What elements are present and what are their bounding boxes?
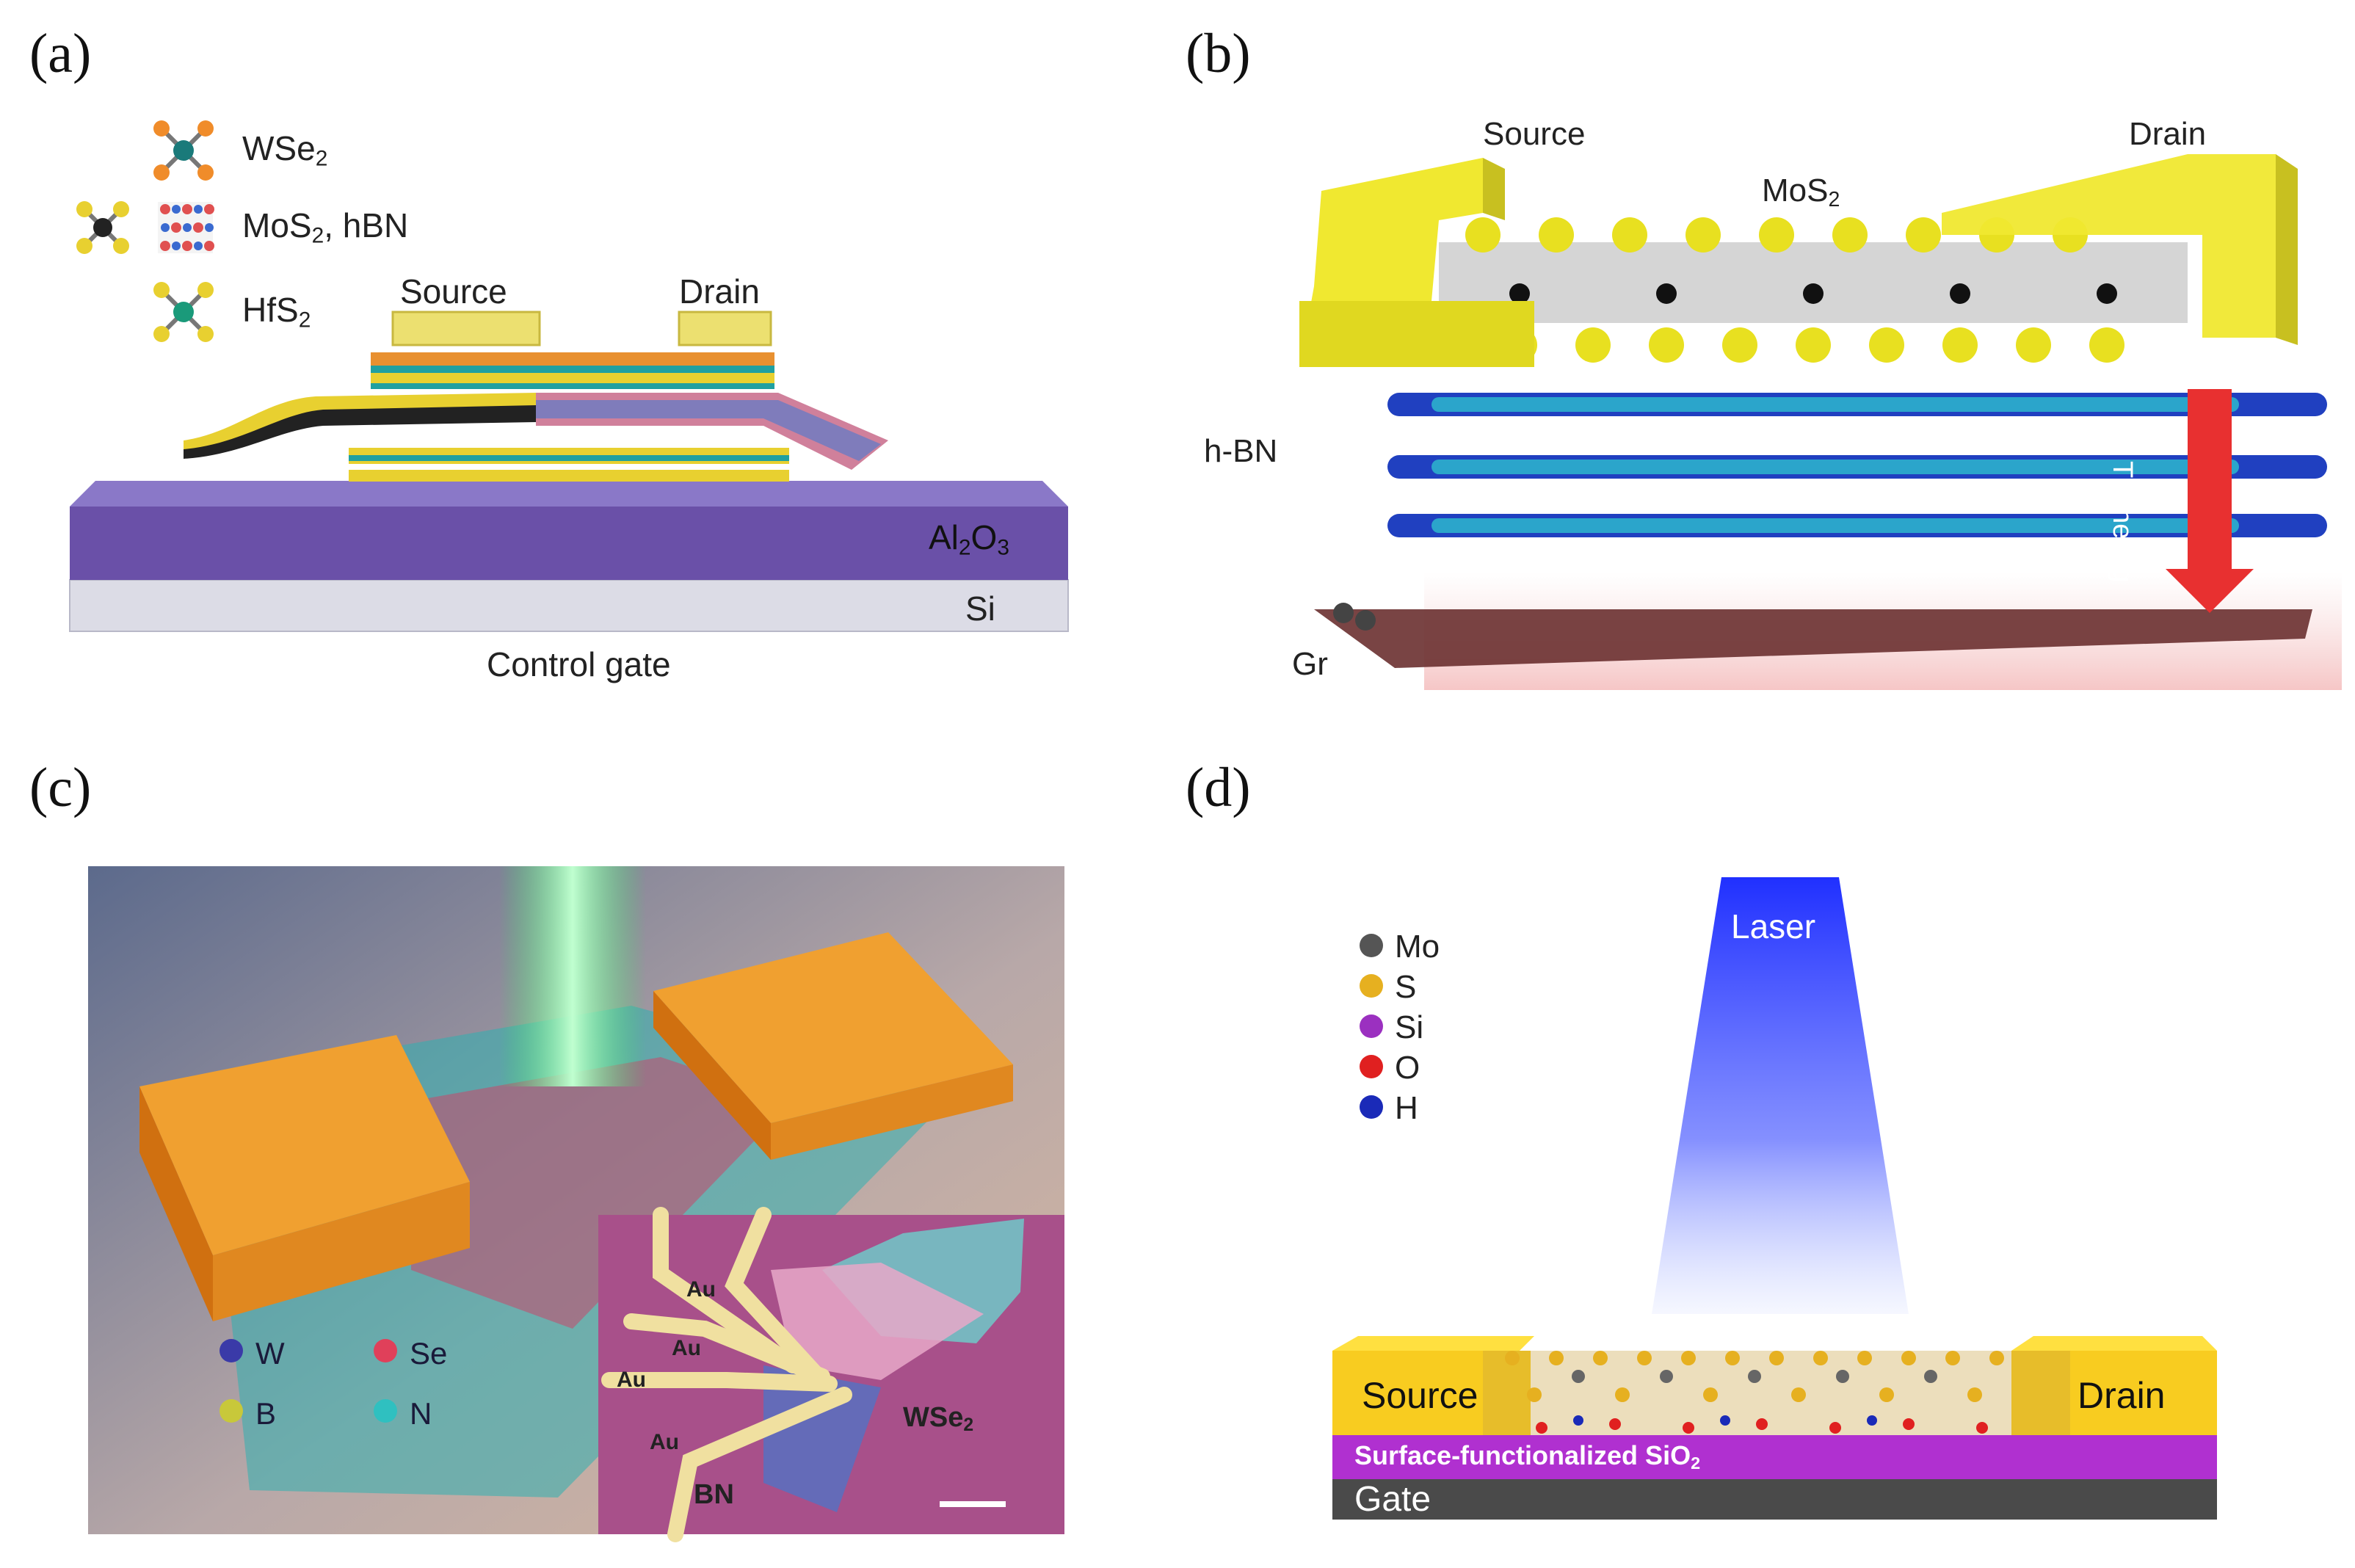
inset-wse2-label: WSe2 <box>903 1402 974 1436</box>
gate-layer <box>1332 1479 2217 1520</box>
hfs2-icon <box>153 282 214 342</box>
panel-b-label: (b) <box>1186 23 1251 84</box>
panel-a-graphic <box>69 120 1069 632</box>
inset-au-label-2: Au <box>672 1336 701 1360</box>
se-dot-icon <box>374 1339 397 1362</box>
panel-a-label: (a) <box>29 23 92 84</box>
panel-b-graphic <box>1299 154 2342 690</box>
drain-electrode <box>678 311 772 346</box>
sio2-layer <box>1332 1435 2217 1479</box>
graphene-sheet <box>1314 609 2312 668</box>
panel-d-graphic <box>1332 877 2217 1520</box>
mos2-channel <box>1483 1351 2070 1435</box>
al2o3-layer <box>70 507 1068 580</box>
b-dot-icon <box>219 1399 243 1423</box>
graphene-label: Gr <box>1292 646 1328 682</box>
source-label: Source <box>1483 116 1586 152</box>
laser-beam <box>499 866 646 1086</box>
legend-n-label: N <box>410 1396 432 1431</box>
panel-c-graphic <box>88 866 1064 1542</box>
inset-au-label-1: Au <box>686 1277 716 1302</box>
legend-mos2-hbn-label: MoS2, hBN <box>242 206 409 248</box>
wse2-channel-flake <box>184 393 536 459</box>
panel-b: (b) <box>1175 0 2355 734</box>
s-dot-icon <box>1360 974 1383 998</box>
mo-dot-icon <box>1360 934 1383 957</box>
source-label: Source <box>400 272 507 311</box>
legend-h-label: H <box>1395 1090 1418 1126</box>
w-dot-icon <box>219 1339 243 1362</box>
h-dot-icon <box>1360 1095 1383 1119</box>
mos2-molecule-icon <box>76 201 129 254</box>
legend-si-label: Si <box>1395 1009 1424 1045</box>
o-dot-icon <box>1360 1055 1383 1078</box>
n-dot-icon <box>374 1399 397 1423</box>
legend-s-label: S <box>1395 969 1417 1005</box>
legend-mo-label: Mo <box>1395 929 1440 965</box>
tunneling-arrow-icon <box>2166 389 2254 613</box>
panel-a: (a) <box>0 0 1145 734</box>
right-electrode <box>653 932 1013 1160</box>
laser-label: Laser <box>1731 907 1816 945</box>
hbn-label: h-BN <box>1204 433 1278 469</box>
mos2-layer <box>1439 242 2188 323</box>
panel-d-label: (d) <box>1186 757 1251 819</box>
mos2-label: MoS2 <box>1762 173 1840 212</box>
drain-label: Drain <box>679 272 760 311</box>
legend-se-label: Se <box>410 1336 448 1371</box>
source-electrode <box>1299 158 1534 367</box>
sio2-label: Surface-functionalized SiO2 <box>1354 1440 1701 1473</box>
al2o3-label: Al2O3 <box>929 518 1009 560</box>
control-gate-caption: Control gate <box>487 645 671 683</box>
source-label: Source <box>1362 1375 1478 1416</box>
hbn-layers <box>1387 393 2327 537</box>
inset-bn-label: BN <box>694 1479 734 1510</box>
panel-c-label: (c) <box>29 757 92 819</box>
wse2-sheet <box>411 1057 793 1329</box>
hbn-lattice-icon <box>158 202 214 253</box>
wse2-icon <box>153 120 214 181</box>
legend-b-label: B <box>255 1396 277 1431</box>
legend-w-label: W <box>255 1336 285 1371</box>
inset-au-label-3: Au <box>617 1368 646 1392</box>
drain-label: Drain <box>2129 116 2207 152</box>
bottom-flake <box>349 448 789 482</box>
legend-wse2-label: WSe2 <box>242 129 328 171</box>
legend-hfs2-label: HfS2 <box>242 291 311 333</box>
panel-c: (c) <box>0 756 1145 1568</box>
scale-bar <box>940 1501 1006 1507</box>
si-dot-icon <box>1360 1015 1383 1038</box>
al2o3-top-face <box>70 481 1068 507</box>
drain-electrode <box>1942 154 2298 345</box>
inset-au-label-4: Au <box>650 1430 679 1454</box>
hbn-layer-flake <box>536 393 888 470</box>
gate-label: Gate <box>1354 1480 1431 1519</box>
laser-beam <box>1652 877 1909 1314</box>
panel-d: (d) <box>1175 756 2355 1568</box>
legend-o-label: O <box>1395 1050 1420 1086</box>
si-layer <box>69 579 1069 632</box>
source-electrode <box>1332 1336 1534 1435</box>
drain-electrode <box>2011 1336 2217 1435</box>
source-electrode <box>391 311 541 346</box>
optical-inset <box>598 1207 1064 1542</box>
si-label: Si <box>965 589 995 628</box>
left-electrode <box>139 1035 470 1321</box>
top-stack-flake <box>371 352 774 389</box>
tunneling-label: Tunneling <box>2107 461 2138 583</box>
drain-label: Drain <box>2078 1375 2166 1416</box>
